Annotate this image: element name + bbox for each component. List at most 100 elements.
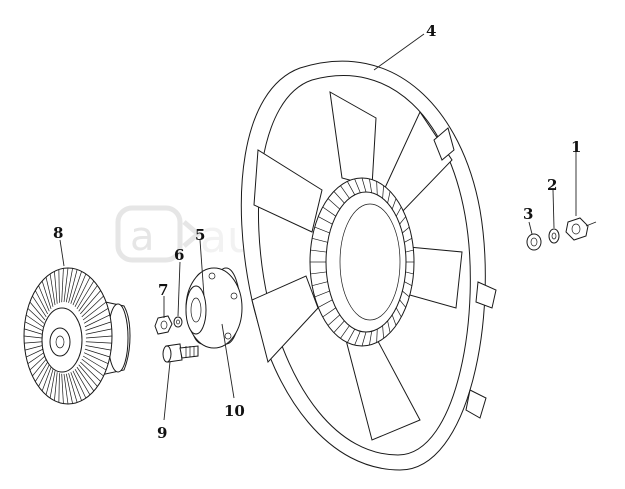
clutch-fin [70,271,82,304]
clutch-fin [49,370,56,399]
clutch-fin [24,321,43,331]
hub-fin [404,238,413,243]
clutch-fin [82,355,107,371]
clutch-fin [85,335,113,339]
callout-5: 5 [195,226,205,244]
hub-fin [354,178,361,193]
washer-2 [548,228,560,244]
clutch-fin [54,271,58,304]
clutch-fin [65,268,73,303]
clutch-fin [61,373,64,404]
watermark-logo-icon: a [115,205,202,263]
leader-lines [59,33,577,421]
hub-fin [322,307,336,318]
clutch-fin [41,280,52,309]
hub-fin [333,191,345,204]
clutch-fin [74,276,91,307]
clutch-fin [45,369,54,395]
hub-fin [312,281,328,287]
clutch-fin [26,348,44,358]
clutch-fin [85,328,112,335]
callout-3: 3 [523,205,533,223]
clutch-fin [24,345,43,351]
hub-fin [318,299,333,308]
hub-fin [327,198,341,210]
clutch-fin [78,364,98,387]
hub-fin [347,328,356,343]
clutch-fin [76,280,95,310]
hub-fins [310,177,414,347]
clutch-fin [83,308,109,324]
clutch-fin [54,372,58,401]
clutch-fin [27,352,45,364]
clutch-fin [58,269,60,303]
hub-fin [382,185,384,199]
hub-fin [327,314,341,326]
viscous-fan-clutch [23,267,131,405]
clutch-fin [72,370,87,399]
clutch-fin [84,314,110,328]
hub-fin [399,216,407,225]
hub-fin [340,325,350,339]
hub-fin [391,314,397,326]
clutch-fin [61,268,64,303]
clutch-fin [25,314,44,328]
clutch-fin [74,369,91,396]
hub-fin [333,320,345,333]
clutch-fin [85,341,112,344]
clutch-fin [85,321,112,331]
hub-fin [314,226,330,234]
clutch-fin [72,273,87,306]
clutch-fin [29,355,46,371]
clutch-fin [68,373,78,403]
clutch-fin [82,301,107,321]
hub-fin [361,331,367,347]
nut-1 [565,217,597,241]
hub-fin [376,181,378,195]
clutch-fin [27,308,45,324]
hub-fin [318,216,333,225]
hub-fin [361,177,367,193]
washer-3 [526,233,542,251]
hub-fin [310,249,327,253]
fan-hub-adapter [185,267,243,349]
clutch-fin [35,361,48,382]
callout-10: 10 [224,402,245,420]
callout-7: 7 [158,281,168,299]
clutch-fin [81,295,104,318]
clutch-fin [85,345,112,351]
clutch-fin [49,273,56,306]
clutch-fin [32,358,47,377]
hub-fin [369,331,373,346]
clutch-fin [84,348,110,358]
hub-fin [369,178,373,193]
clutch-fin [68,269,78,303]
clutch-fin [38,285,50,312]
callout-2: 2 [547,176,557,194]
hub-fin [395,206,402,217]
washer-6 [173,316,183,328]
hub-fin [391,198,397,210]
clutch-fin [32,295,47,318]
clutch-fin [81,358,104,377]
hub-fin [395,307,402,318]
bolt-9 [162,343,199,363]
clutch-fin [83,352,109,364]
callout-8: 8 [53,224,63,242]
hub-fin [310,271,327,275]
clutch-fin [65,373,73,404]
svg-text:a: a [130,214,155,260]
hub-fin [402,290,410,298]
clutch-fin [58,373,60,403]
hub-fin [322,206,336,217]
hub-fin [405,249,414,253]
clutch-fin [80,290,101,315]
callout-9: 9 [157,424,167,442]
hub-fin [404,281,413,286]
clutch-fin [78,285,98,312]
callouts: 1 2 3 4 5 6 7 8 9 10 [53,22,581,442]
hub-fin [340,185,350,199]
clutch-fin [38,364,50,387]
clutch-fins [23,267,113,405]
